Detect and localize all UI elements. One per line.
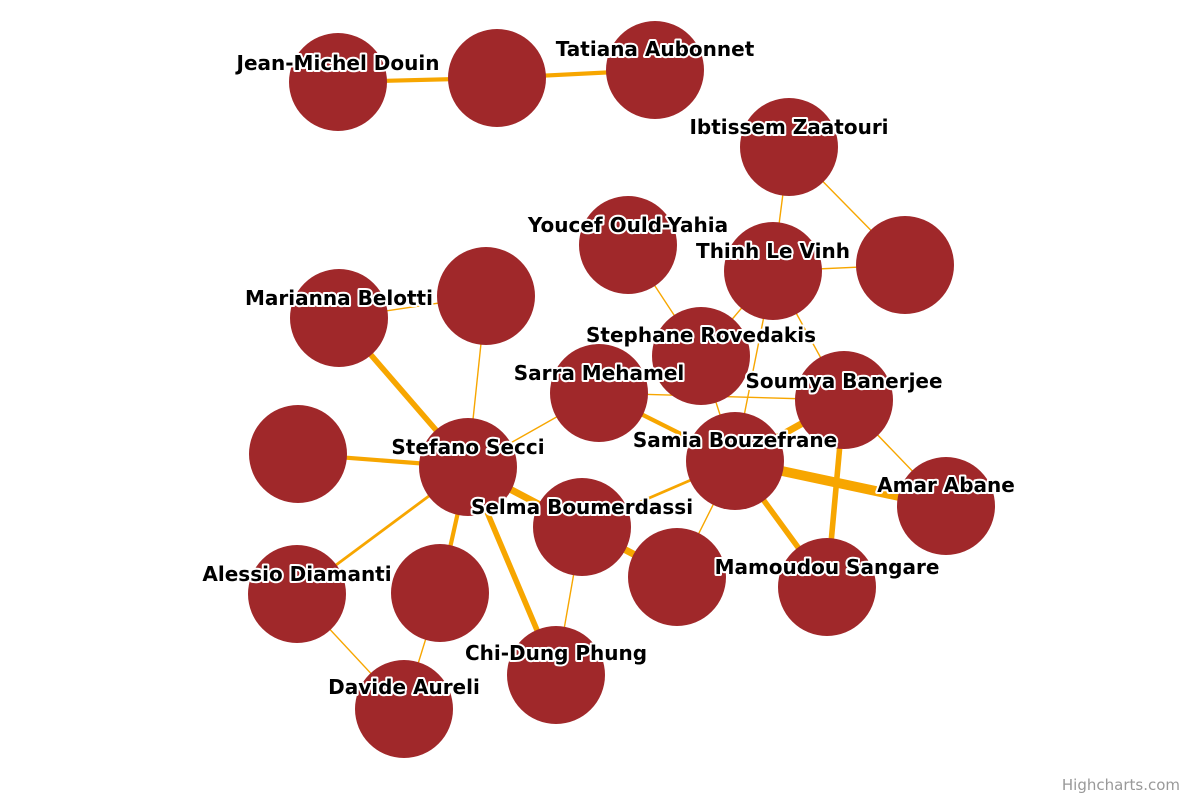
- node-label: Thinh Le Vinh: [696, 239, 850, 263]
- node-label: Selma Boumerdassi: [471, 495, 693, 519]
- node-n4[interactable]: [740, 98, 838, 196]
- node-label: Alessio Diamanti: [202, 562, 391, 586]
- node-n15[interactable]: [419, 418, 517, 516]
- node-n16[interactable]: [897, 457, 995, 555]
- node-label: Sarra Mehamel: [514, 361, 685, 385]
- credits-link[interactable]: Highcharts.com: [1061, 776, 1180, 794]
- node-n12[interactable]: [795, 351, 893, 449]
- node-n21[interactable]: [778, 538, 876, 636]
- node-label: Stefano Secci: [391, 435, 544, 459]
- node-n8[interactable]: [290, 269, 388, 367]
- node-label: Ibtissem Zaatouri: [689, 115, 888, 139]
- node-label: Davide Aureli: [328, 675, 480, 699]
- node-n6[interactable]: [579, 196, 677, 294]
- node-n14[interactable]: [249, 405, 347, 503]
- node-label: Youcef Ould-Yahia: [527, 213, 728, 237]
- node-n1[interactable]: [289, 33, 387, 131]
- node-label: Jean-Michel Douin: [235, 51, 440, 75]
- node-label: Samia Bouzefrane: [633, 428, 837, 452]
- node-label: Chi-Dung Phung: [465, 641, 647, 665]
- nodes-layer: [248, 21, 995, 758]
- node-n20[interactable]: [628, 528, 726, 626]
- node-n18[interactable]: [248, 545, 346, 643]
- node-n3[interactable]: [606, 21, 704, 119]
- node-label: Marianna Belotti: [245, 286, 433, 310]
- node-label: Mamoudou Sangare: [715, 555, 940, 579]
- node-n7[interactable]: [724, 222, 822, 320]
- labels-layer: Jean-Michel Douin Tatiana AubonnetIbtisse…: [200, 35, 1016, 701]
- node-label: Soumya Banerjee: [745, 369, 942, 393]
- node-n13[interactable]: [686, 412, 784, 510]
- node-n11[interactable]: [550, 344, 648, 442]
- node-n2[interactable]: [448, 29, 546, 127]
- node-n19[interactable]: [391, 544, 489, 642]
- node-label: Tatiana Aubonnet: [556, 37, 755, 61]
- node-n23[interactable]: [355, 660, 453, 758]
- node-n17[interactable]: [533, 478, 631, 576]
- node-n9[interactable]: [437, 247, 535, 345]
- node-label: Stephane Rovedakis: [586, 323, 816, 347]
- node-n5[interactable]: [856, 216, 954, 314]
- node-n10[interactable]: [652, 307, 750, 405]
- node-label: Amar Abane: [877, 473, 1015, 497]
- node-n22[interactable]: [507, 626, 605, 724]
